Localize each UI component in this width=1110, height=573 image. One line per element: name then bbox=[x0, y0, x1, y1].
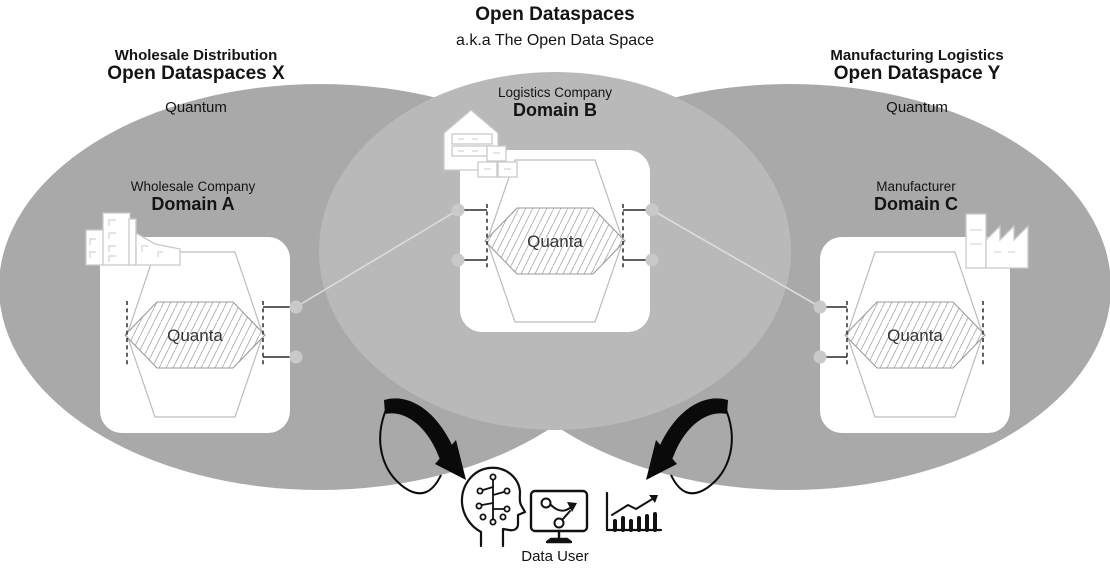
quanta-hex-b bbox=[484, 207, 626, 275]
ai-head-icon bbox=[460, 466, 527, 548]
left-flow-arrow bbox=[379, 398, 466, 495]
quanta-label-b: Quanta bbox=[527, 232, 583, 251]
data-user-label: Data User bbox=[521, 548, 589, 565]
right-space-name: Open Dataspace Y bbox=[833, 63, 1001, 84]
growth-chart-icon bbox=[605, 491, 663, 532]
left-space-name: Open Dataspaces X bbox=[107, 63, 285, 84]
right-space-industry: Manufacturing Logistics bbox=[830, 47, 1004, 64]
office-building-icon bbox=[85, 212, 181, 266]
connector-dot bbox=[813, 300, 827, 314]
domain-a-name: Domain A bbox=[151, 194, 235, 214]
domain-c-name: Domain C bbox=[873, 194, 959, 214]
domain-b-card: Quanta bbox=[451, 150, 659, 332]
right-space-platform: Quantum bbox=[886, 99, 948, 116]
quanta-label-c: Quanta bbox=[887, 326, 943, 345]
link-domain-b-c bbox=[651, 209, 821, 308]
right-flow-arrow bbox=[646, 398, 733, 495]
quanta-hex-c bbox=[844, 301, 986, 369]
warehouse-icon bbox=[443, 109, 518, 178]
quanta-hex-a bbox=[124, 301, 266, 369]
diagram-title: Open Dataspaces bbox=[475, 4, 635, 25]
factory-icon bbox=[965, 213, 1029, 269]
quanta-label-a: Quanta bbox=[167, 326, 223, 345]
left-space-platform: Quantum bbox=[165, 99, 227, 116]
connector-dot bbox=[289, 300, 303, 314]
diagram-subtitle: a.k.a The Open Data Space bbox=[455, 32, 655, 49]
connector-dot bbox=[451, 253, 465, 267]
left-space-industry: Wholesale Distribution bbox=[114, 47, 278, 64]
connector-dot bbox=[645, 203, 659, 217]
domain-b-company: Logistics Company bbox=[497, 85, 613, 100]
connector-dot bbox=[451, 203, 465, 217]
domain-c-card: Quanta bbox=[813, 237, 1010, 433]
domain-a-card: Quanta bbox=[100, 237, 303, 433]
domain-b-name: Domain B bbox=[512, 100, 598, 120]
connector-dot bbox=[289, 350, 303, 364]
domain-a-company: Wholesale Company bbox=[130, 179, 256, 194]
strategy-monitor-icon bbox=[529, 489, 589, 544]
domain-c-company: Manufacturer bbox=[876, 179, 956, 194]
connector-dot bbox=[813, 350, 827, 364]
link-domain-a-b bbox=[295, 209, 459, 308]
connector-dot bbox=[645, 253, 659, 267]
